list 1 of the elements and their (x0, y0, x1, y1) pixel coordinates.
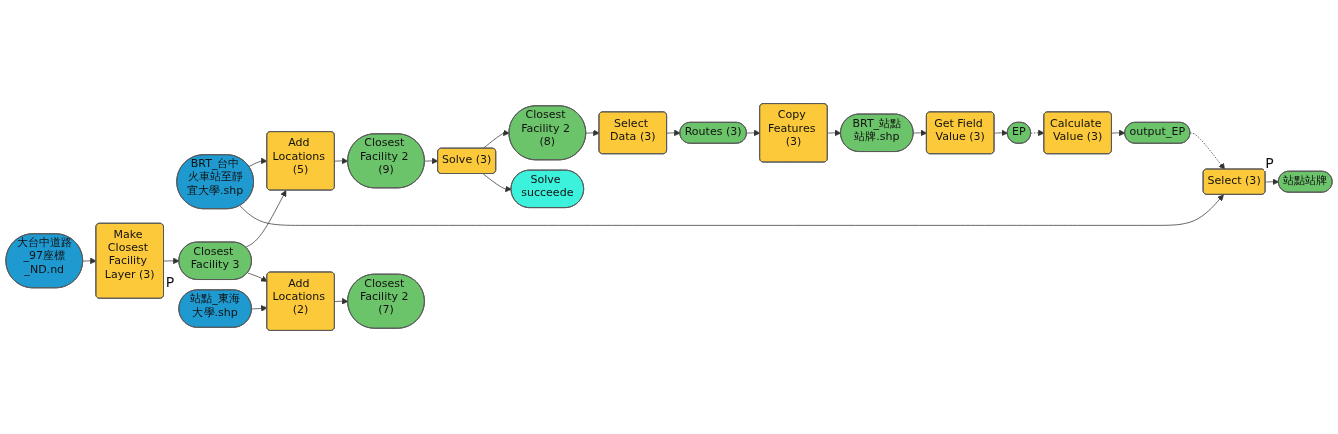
parameter-marker: P (1264, 155, 1275, 172)
